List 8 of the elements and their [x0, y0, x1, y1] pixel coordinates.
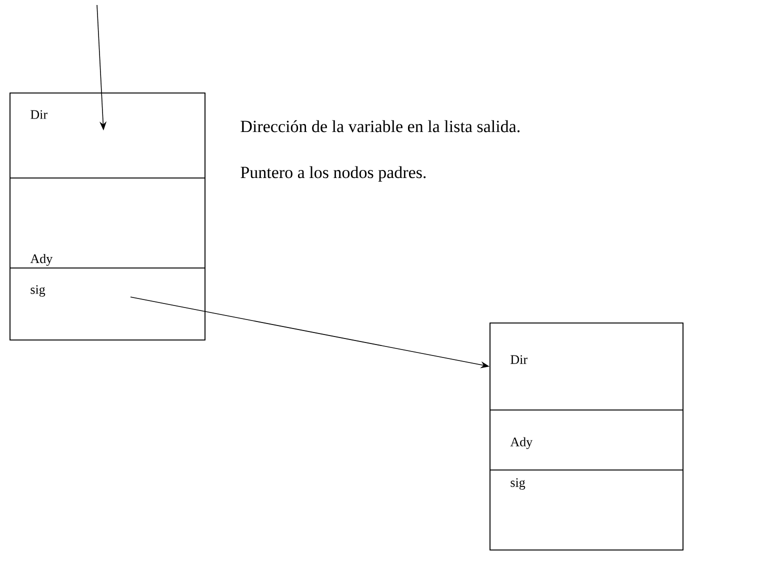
field-cell: sig	[10, 268, 206, 340]
field-cell: Dir	[490, 322, 684, 410]
field-cell: sig	[490, 470, 684, 550]
note-text: Dirección de la variable en la lista salida.	[240, 120, 520, 132]
field-cell: Ady	[10, 178, 206, 268]
field-cell: Ady	[490, 410, 684, 470]
field-cell: Dir	[10, 92, 206, 178]
note-text: Puntero a los nodos padres.	[240, 166, 426, 182]
